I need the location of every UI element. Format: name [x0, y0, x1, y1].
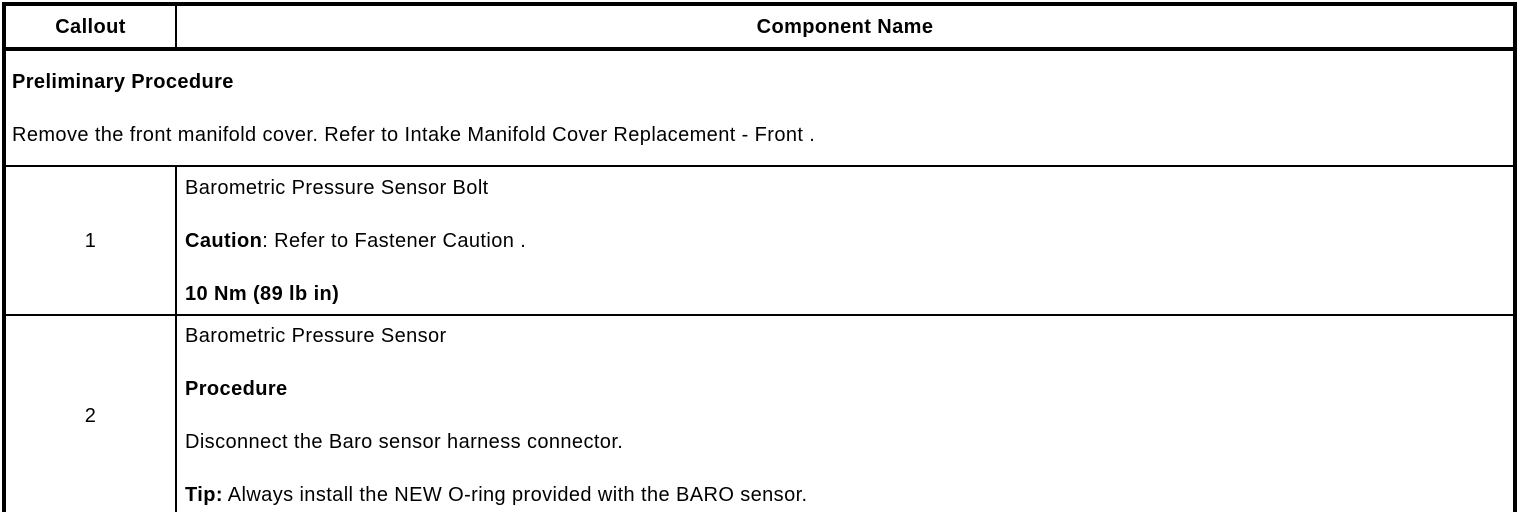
callout-column-header: Callout	[3, 3, 177, 51]
tip-text: Always install the NEW O-ring provided w…	[222, 484, 808, 506]
caution-label: Caution	[185, 229, 263, 252]
component-cell-1: Barometric Pressure Sensor Bolt Caution:…	[175, 165, 1516, 316]
preliminary-procedure-row: Preliminary Procedure Remove the front m…	[3, 48, 1516, 167]
component-name-column-header: Component Name	[175, 3, 1516, 51]
caution-text: : Refer to Fastener Caution .	[262, 229, 527, 252]
procedure-heading: Procedure	[185, 378, 288, 400]
callout-number-1: 1	[3, 165, 177, 316]
table-row-2: 2 Barometric Pressure Sensor Procedure D…	[3, 314, 1516, 512]
procedure-step: Disconnect the Baro sensor harness conne…	[185, 431, 624, 453]
tip-label: Tip:	[185, 484, 223, 506]
torque-spec: 10 Nm (89 lb in)	[185, 282, 340, 305]
preliminary-procedure-cell: Preliminary Procedure Remove the front m…	[3, 48, 1516, 167]
component-name-2: Barometric Pressure Sensor	[185, 325, 447, 347]
caution-note: Caution: Refer to Fastener Caution .	[185, 230, 1503, 252]
preliminary-procedure-instruction: Remove the front manifold cover. Refer t…	[12, 123, 816, 146]
tip-note: Tip: Always install the NEW O-ring provi…	[185, 484, 1503, 506]
component-name-1: Barometric Pressure Sensor Bolt	[185, 176, 489, 199]
callout-number-2: 2	[3, 314, 177, 512]
component-cell-2: Barometric Pressure Sensor Procedure Dis…	[175, 314, 1516, 512]
table-row-1: 1 Barometric Pressure Sensor Bolt Cautio…	[3, 165, 1516, 316]
preliminary-procedure-title: Preliminary Procedure	[12, 70, 234, 93]
table-header-row: Callout Component Name	[3, 3, 1516, 51]
